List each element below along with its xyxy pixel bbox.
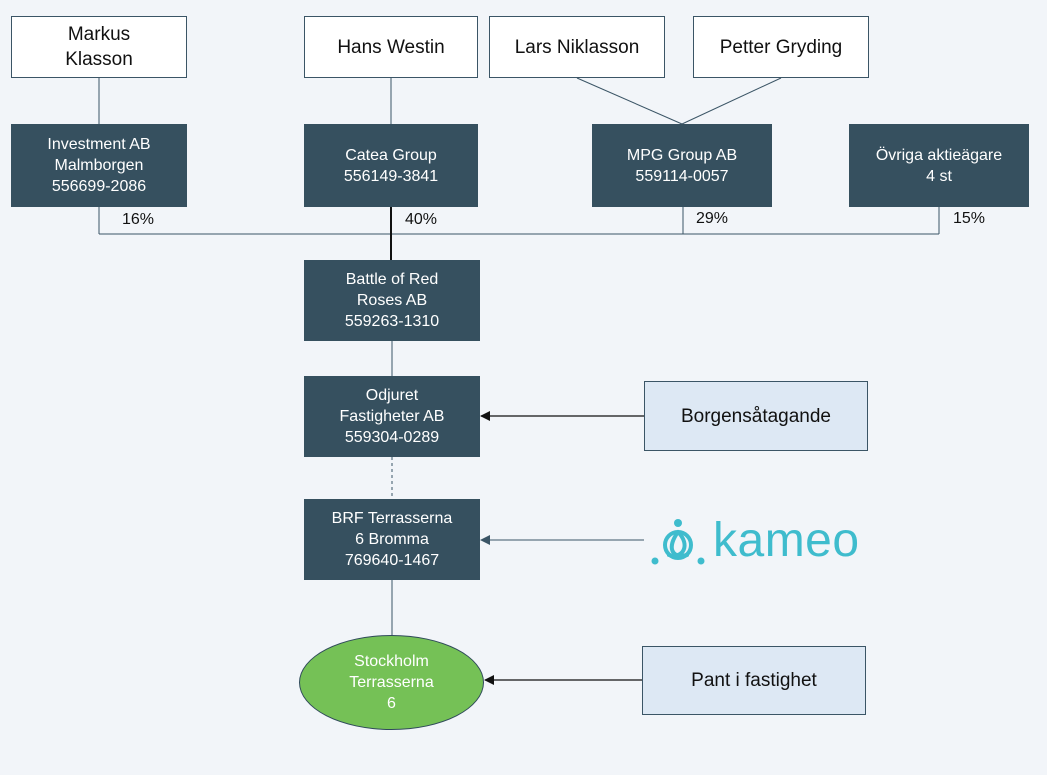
borgensatagande-box: Borgensåtagande: [644, 381, 868, 451]
person-markus-klasson: Markus Klasson: [11, 16, 187, 78]
company-investment-ab-malmborgen: Investment AB Malmborgen 556699-2086: [11, 124, 187, 207]
share-mpg: 29%: [696, 210, 729, 227]
company-mpg-group: MPG Group AB 559114-0057: [592, 124, 772, 207]
kameo-wordmark: kameo: [713, 514, 860, 567]
company-brf-terrasserna: BRF Terrasserna 6 Bromma 769640-1467: [304, 499, 480, 580]
person-lars-niklasson: Lars Niklasson: [489, 16, 665, 78]
company-odjuret-fastigheter: Odjuret Fastigheter AB 559304-0289: [304, 376, 480, 457]
share-investment: 16%: [122, 211, 155, 228]
kameo-knot-icon: [651, 519, 705, 565]
share-catea: 40%: [405, 211, 438, 228]
person-hans-westin: Hans Westin: [304, 16, 478, 78]
company-battle-of-red-roses: Battle of Red Roses AB 559263-1310: [304, 260, 480, 341]
line-petter-mpg: [681, 77, 782, 125]
share-ovriga: 15%: [953, 210, 986, 227]
pant-i-fastighet-box: Pant i fastighet: [642, 646, 866, 715]
property-stockholm-terrasserna: Stockholm Terrasserna 6: [299, 635, 484, 730]
company-ovriga-aktieagare: Övriga aktieägare 4 st: [849, 124, 1029, 207]
line-lars-mpg: [576, 77, 683, 125]
company-catea-group: Catea Group 556149-3841: [304, 124, 478, 207]
kameo-logo: kameo: [649, 515, 860, 567]
person-petter-gryding: Petter Gryding: [693, 16, 869, 78]
